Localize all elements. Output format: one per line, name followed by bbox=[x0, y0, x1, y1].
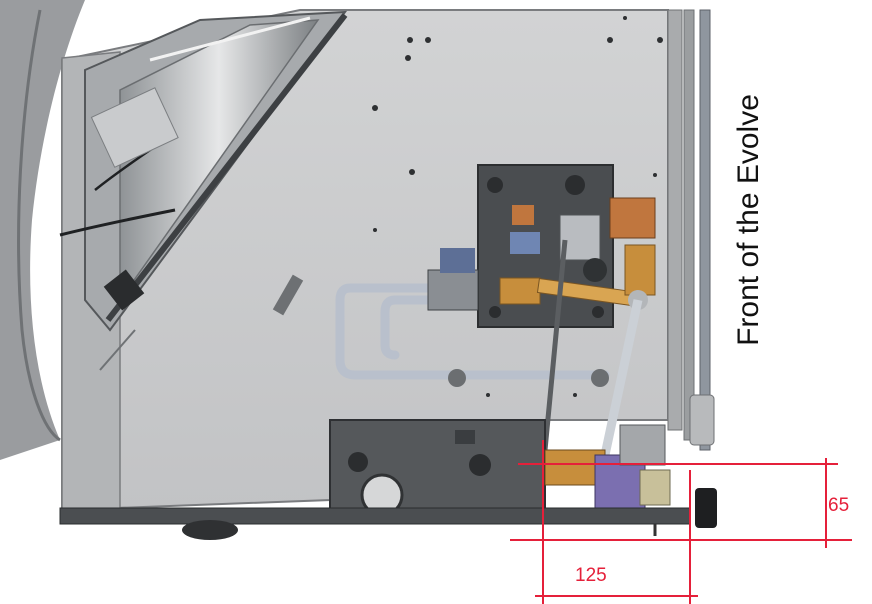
valve-body bbox=[427, 248, 609, 387]
bracket bbox=[272, 274, 304, 316]
dimension-height-label: 65 bbox=[828, 495, 850, 516]
gas-valve-plate bbox=[477, 164, 614, 328]
connector-cluster bbox=[544, 424, 717, 528]
flue-duct bbox=[0, 0, 85, 460]
front-frame bbox=[667, 9, 715, 451]
lower-plate bbox=[329, 419, 546, 517]
gas-pipe-loop bbox=[335, 283, 610, 380]
front-label: Front of the Evolve bbox=[732, 94, 765, 346]
pilot-tube bbox=[542, 239, 568, 451]
base-rail bbox=[59, 507, 691, 540]
blower-housing bbox=[59, 10, 348, 332]
supply-tube bbox=[600, 299, 643, 456]
dimension-lines bbox=[510, 440, 852, 604]
dimension-width-label: 125 bbox=[575, 565, 607, 586]
panel-screws bbox=[372, 16, 663, 397]
